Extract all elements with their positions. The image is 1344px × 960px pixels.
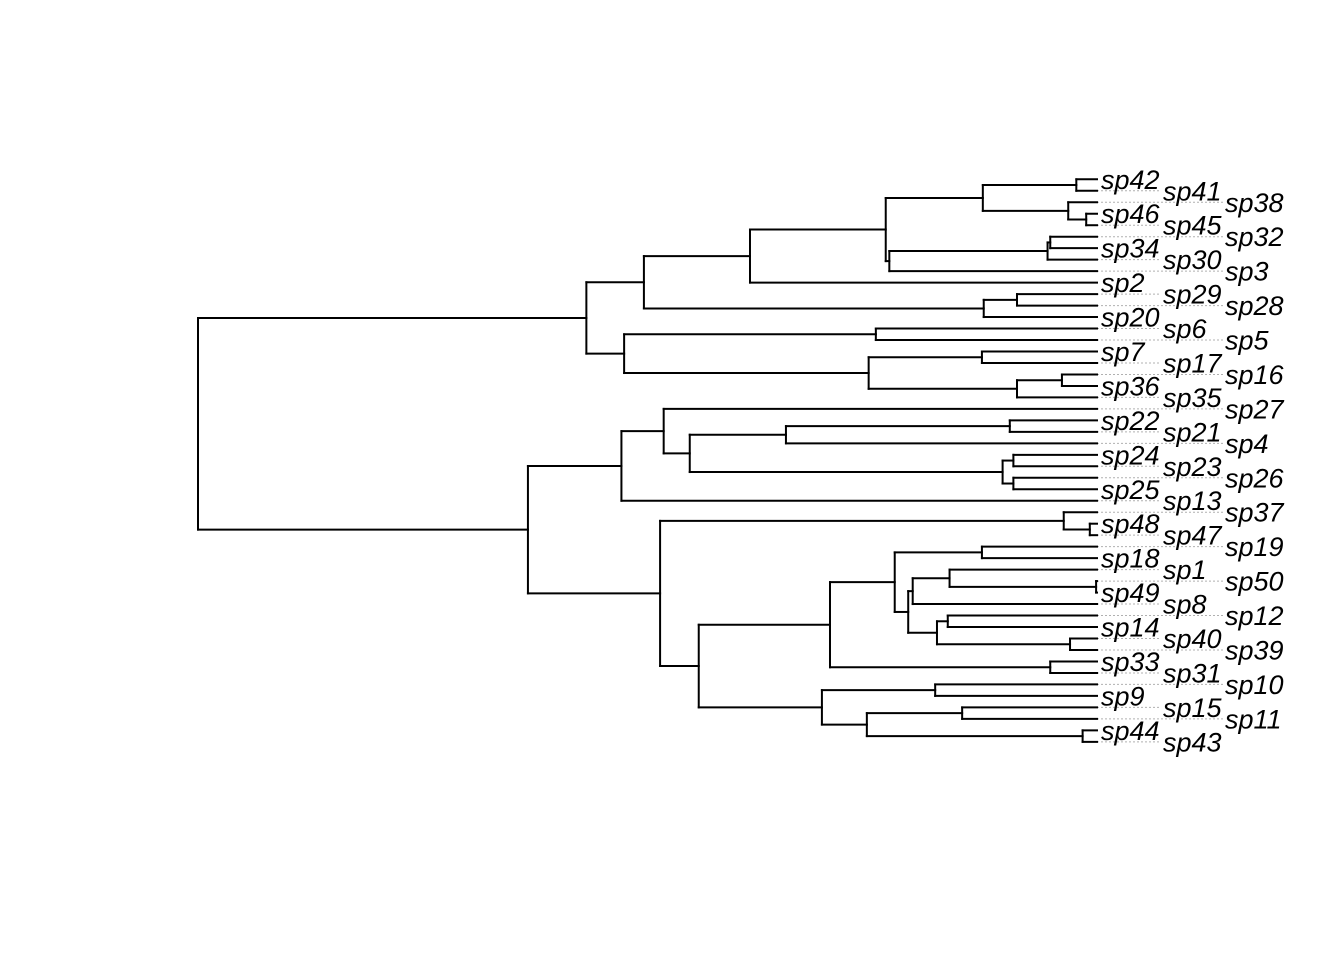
tip-label: sp41 [1163, 176, 1222, 206]
tip-label: sp23 [1163, 452, 1222, 482]
tip-label: sp33 [1101, 647, 1160, 677]
tip-label: sp19 [1225, 532, 1284, 562]
tip-label: sp14 [1101, 613, 1160, 643]
tip-label: sp30 [1163, 245, 1222, 275]
tip-label: sp39 [1225, 635, 1284, 665]
tip-label: sp8 [1163, 590, 1207, 620]
tip-label: sp26 [1225, 463, 1285, 493]
tip-label: sp29 [1163, 280, 1222, 310]
tip-label: sp31 [1163, 658, 1222, 688]
tip-label: sp2 [1101, 268, 1145, 298]
tip-label: sp11 [1225, 704, 1282, 734]
label-leader-lines [1097, 190, 1223, 743]
tip-label: sp24 [1101, 440, 1160, 470]
tip-label: sp46 [1101, 199, 1161, 229]
tip-label: sp9 [1101, 681, 1145, 711]
tip-label: sp5 [1225, 326, 1270, 356]
tip-label: sp3 [1225, 257, 1269, 287]
tip-label: sp18 [1101, 544, 1160, 574]
tip-label: sp13 [1163, 486, 1222, 516]
tip-label: sp35 [1163, 383, 1223, 413]
tip-label: sp7 [1101, 337, 1146, 367]
tip-label: sp15 [1163, 693, 1223, 723]
tip-label: sp47 [1163, 521, 1223, 551]
tip-label: sp12 [1225, 601, 1284, 631]
tip-label: sp42 [1101, 165, 1160, 195]
tip-label: sp49 [1101, 578, 1160, 608]
tip-label: sp45 [1163, 211, 1223, 241]
tip-label: sp16 [1225, 360, 1285, 390]
tip-label: sp38 [1225, 188, 1284, 218]
tip-label: sp20 [1101, 303, 1160, 333]
tip-label: sp6 [1163, 314, 1208, 344]
tip-label: sp22 [1101, 406, 1160, 436]
tip-label: sp10 [1225, 670, 1284, 700]
tip-label: sp48 [1101, 509, 1160, 539]
tip-label: sp21 [1163, 417, 1222, 447]
tip-label: sp44 [1101, 716, 1160, 746]
tip-label: sp40 [1163, 624, 1222, 654]
tip-label: sp25 [1101, 475, 1161, 505]
tip-label: sp34 [1101, 234, 1160, 264]
tree-branches [197, 178, 1098, 743]
tip-label: sp36 [1101, 371, 1161, 401]
tip-label: sp27 [1225, 394, 1285, 424]
tip-label: sp17 [1163, 348, 1223, 378]
tip-label: sp28 [1225, 291, 1284, 321]
tip-label: sp1 [1163, 555, 1207, 585]
tip-label: sp43 [1163, 727, 1222, 757]
tip-label: sp32 [1225, 222, 1284, 252]
tip-label: sp4 [1225, 429, 1269, 459]
tip-label: sp37 [1225, 498, 1285, 528]
tip-label: sp50 [1225, 567, 1284, 597]
